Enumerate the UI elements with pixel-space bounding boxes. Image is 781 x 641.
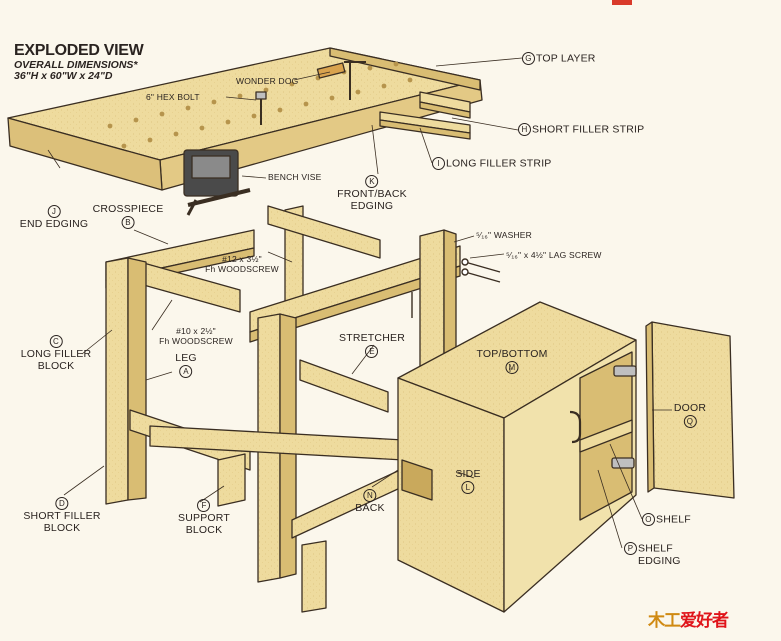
crosspiece-upper [267,205,381,259]
stretcher [299,359,389,413]
wonder-dog [316,60,366,100]
right-leg-assembly [149,229,461,613]
dog-holes [107,61,413,149]
label-top-bottom: TOP/BOTTOM M [476,348,548,374]
leg-left-front [105,257,129,505]
long-filler-strip [379,111,471,140]
label-end-edging: J END EDGING [19,205,89,230]
drawer-handle [569,410,582,444]
label-leg: LEG A [175,352,197,378]
label-washer: ⁵⁄₁₆" WASHER [476,230,533,240]
label-door: DOOR Q [673,402,707,428]
label-woodscrew-12: #12 x 3½" Fh WOODSCREW [205,254,279,274]
loose-block [301,540,327,613]
label-short-filler-block: D SHORT FILLER BLOCK [23,497,101,534]
door-hinges [611,365,637,469]
label-woodscrew-10: #10 x 2½" Fh WOODSCREW [159,326,233,346]
bench-vise [183,149,251,216]
end-edging-face [7,117,163,191]
label-support-block: F SUPPORT BLOCK [178,499,230,536]
cabinet-door [645,321,735,499]
title-line-3: 36"H x 60"W x 24"D [14,70,113,82]
hex-bolt [255,91,267,125]
cabinet [397,301,637,613]
leader-lines [47,57,672,549]
label-back: N BACK [355,489,385,514]
label-bench-vise: BENCH VISE [268,172,322,182]
label-hex-bolt: 6" HEX BOLT [146,92,200,102]
title-line-1: EXPLODED VIEW [14,42,144,59]
label-lag-screw: ⁵⁄₁₆" x 4½" LAG SCREW [506,250,602,260]
workbench-top [7,47,483,191]
watermark-logo: 木工爱好者 [648,611,729,631]
support-block [217,453,246,507]
top-edge-mark [612,0,632,5]
cabinet-back-notch [401,459,433,501]
label-stretcher: STRETCHER E [339,332,405,358]
label-crosspiece: CROSSPIECE B [92,203,164,229]
cabinet-shelf [579,419,633,453]
lag-screws [411,258,501,318]
cabinet-side [397,377,505,613]
short-filler-strip [419,91,471,119]
label-front-back-edging: K FRONT/BACK EDGING [337,175,407,212]
top-layer-back-strip [329,47,481,91]
label-wonder-dog: WONDER DOG [236,76,299,86]
label-long-filler-block: C LONG FILLER BLOCK [20,335,92,372]
title-line-2: OVERALL DIMENSIONS* [14,59,138,71]
diagram-title: EXPLODED VIEW OVERALL DIMENSIONS* 36"H x… [14,42,144,82]
label-side: SIDE L [455,468,481,494]
